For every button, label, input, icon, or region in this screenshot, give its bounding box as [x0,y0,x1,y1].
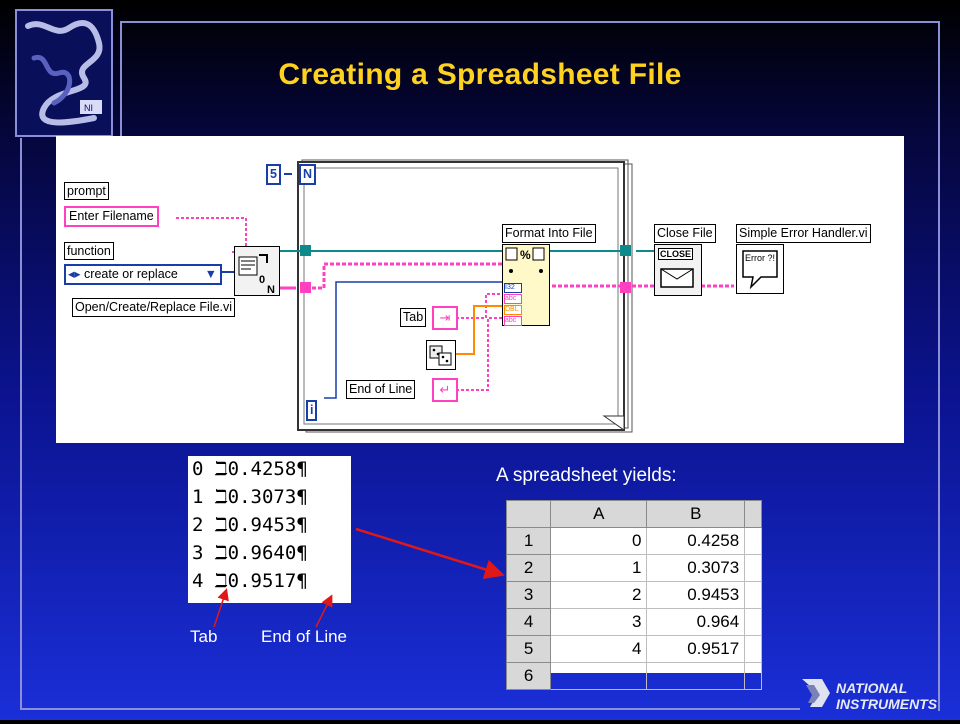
table-row: 4 3 0.964 [505,608,762,636]
sheet-cell[interactable] [744,662,762,690]
sheet-cell[interactable] [646,662,746,690]
table-row: 3 2 0.9453 [505,581,762,609]
dropdown-icon: ▼ [204,267,217,281]
svg-text:NI: NI [84,103,93,113]
sheet-cell[interactable]: 0.9453 [646,581,746,609]
sheet-cell[interactable]: 2 [550,581,648,609]
enum-arrows-icon: ◂▸ [68,267,81,281]
sheet-cell[interactable]: 0.4258 [646,527,746,555]
sheet-header-row: A B [505,500,762,528]
listing-row: 2 ℶ0.9453¶ [192,514,308,536]
prompt-tag: prompt [64,182,109,200]
format-input-dbl: DBL [504,305,522,315]
table-row: 6 [505,662,762,690]
sheet-cell[interactable] [744,581,762,609]
tab-constant[interactable]: Tab [400,308,427,327]
row-header[interactable]: 1 [505,527,552,555]
format-input-abc: abc [504,294,522,304]
frame-bottom-line [20,708,800,710]
error-icon-text: Error ?! [745,253,776,263]
sheet-cell[interactable] [550,662,648,690]
random-number-icon[interactable] [426,340,456,370]
sheet-cell[interactable]: 0.964 [646,608,746,636]
sheet-cell[interactable]: 4 [550,635,648,663]
format-input-list: I32 abc DBL abc [504,283,522,326]
row-header[interactable]: 5 [505,635,552,663]
sheet-cell[interactable] [744,608,762,636]
loop-count-constant[interactable]: 5 [266,164,281,185]
close-file-label: Close File [654,224,716,243]
format-input-abc-2: abc [504,316,522,326]
row-header[interactable]: 6 [505,662,552,690]
frame-left-line-lower [20,138,22,710]
sheet-cell[interactable] [744,527,762,555]
row-header[interactable]: 4 [505,608,552,636]
eol-constant[interactable]: End of Line [346,380,416,399]
corner-logo: NI [14,8,114,138]
row-header[interactable]: 3 [505,581,552,609]
table-row: 1 0 0.4258 [505,527,762,555]
error-handler-node[interactable]: Error ?! [736,244,784,294]
eol-constant-icon: ↵ [432,378,458,402]
column-header-a[interactable]: A [550,500,648,528]
table-row: 2 1 0.3073 [505,554,762,582]
sheet-cell[interactable] [744,635,762,663]
svg-text:0: 0 [259,274,265,286]
sheet-cell[interactable]: 3 [550,608,648,636]
open-file-vi-icon[interactable]: 0 N [234,246,280,296]
sheet-cell[interactable] [744,554,762,582]
format-into-file-label: Format Into File [502,224,596,243]
column-header-b[interactable]: B [646,500,746,528]
column-header-c[interactable] [744,500,762,528]
frame-top-line [120,21,940,23]
listing-row: 3 ℶ0.9640¶ [192,542,308,564]
table-row: 5 4 0.9517 [505,635,762,663]
sheet-cell[interactable]: 0.3073 [646,554,746,582]
prompt-constant[interactable]: Enter Filename [64,206,159,227]
format-into-file-node[interactable]: % I32 abc DBL abc [502,244,550,326]
format-input-i32: I32 [504,283,522,293]
spreadsheet: A B 1 0 0.4258 2 1 0.3073 3 2 0.9453 4 3… [505,500,762,690]
open-file-vi-label: Open/Create/Replace File.vi [72,298,236,317]
frame-left-line [120,21,122,141]
ni-logo-line1: NATIONAL [836,680,907,696]
row-header[interactable]: 2 [505,554,552,582]
function-selector[interactable]: ◂▸ create or replace ▼ [64,264,222,285]
tab-annotation: Tab [190,627,218,646]
ni-logo-line2: INSTRUMENTS [836,696,938,712]
listing-row: 0 ℶ0.4258¶ [192,458,308,480]
close-file-node[interactable]: CLOSE [654,244,702,296]
svg-text:N: N [267,284,275,296]
block-diagram: 5 N i prompt Enter Filename function ◂▸ … [56,136,904,443]
eol-annotation: End of Line [261,627,348,646]
tab-constant-icon: ⇥ [432,306,458,330]
sheet-corner [505,500,552,528]
close-icon-text: CLOSE [658,248,694,260]
error-handler-label: Simple Error Handler.vi [736,224,871,243]
listing-row: 1 ℶ0.3073¶ [192,486,308,508]
svg-text:%: % [520,248,531,262]
spreadsheet-caption: A spreadsheet yields: [496,465,677,486]
sheet-cell[interactable]: 0 [550,527,648,555]
listing-row: 4 ℶ0.9517¶ [192,570,308,592]
ni-logo: NATIONAL INSTRUMENTS [800,673,960,719]
function-value: create or replace [84,267,178,281]
iteration-terminal: i [306,400,318,421]
slide-title: Creating a Spreadsheet File [278,58,682,91]
sheet-cell[interactable]: 0.9517 [646,635,746,663]
sheet-cell[interactable]: 1 [550,554,648,582]
function-tag: function [64,242,114,260]
loop-count-terminal: N [299,164,317,185]
frame-right-line [938,21,940,711]
text-file-listing: 0 ℶ0.4258¶ 1 ℶ0.3073¶ 2 ℶ0.9453¶ 3 ℶ0.96… [188,456,351,603]
